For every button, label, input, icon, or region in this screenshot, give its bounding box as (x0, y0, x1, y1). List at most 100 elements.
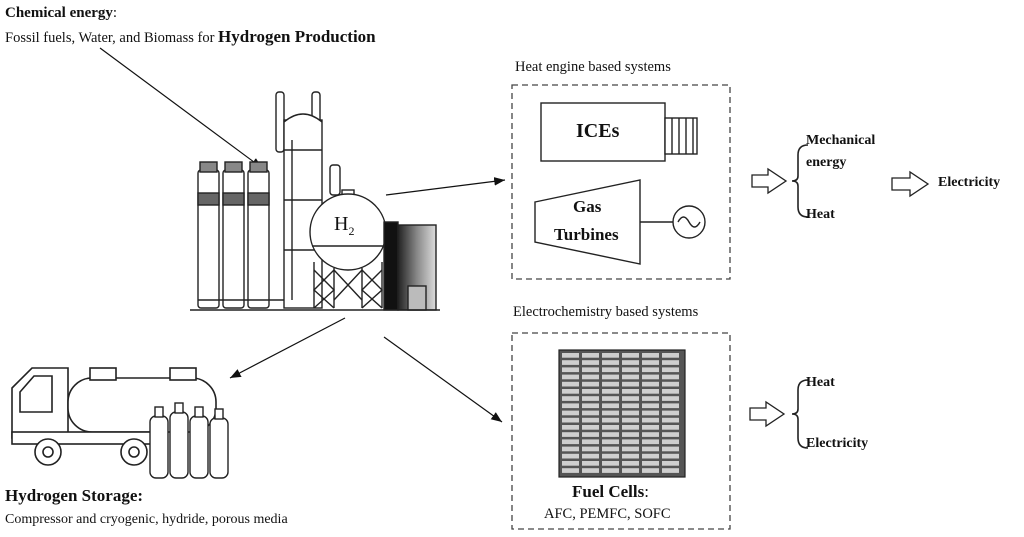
h2-label: H2 (334, 214, 354, 237)
mechanical-label: Mechanical (806, 133, 876, 148)
fuel-cell-electricity-label: Electricity (806, 436, 869, 451)
storage-cylinders-illustration (149, 402, 229, 479)
ice-engine-illustration (540, 102, 698, 162)
turbines-label: Turbines (554, 225, 619, 244)
fuel-cell-unit (602, 374, 619, 380)
heat-engine-output-arrow (751, 167, 788, 195)
production-subtitle-prefix: Fossil fuels, Water, and Biomass for (5, 30, 215, 46)
fuel-cell-unit (642, 374, 659, 380)
fuel-cell-unit (602, 353, 619, 358)
arrow-production-to-plant (99, 47, 263, 169)
fuel-cell-unit (602, 360, 619, 365)
fuel-cell-unit (642, 367, 659, 373)
fuel-cell-unit (622, 374, 639, 380)
fuel-cell-unit (642, 425, 659, 430)
chemical-energy-label: Chemical energy (5, 5, 113, 21)
fuel-cell-unit (642, 389, 659, 394)
fuel-cell-unit (642, 446, 659, 452)
fuel-cell-unit (562, 353, 579, 358)
fuel-cell-unit (662, 374, 679, 380)
gas-label: Gas (573, 197, 602, 216)
fuel-cell-unit (602, 446, 619, 452)
chemical-energy-colon: : (112, 5, 118, 21)
electricity-final-label: Electricity (938, 175, 1001, 190)
fuel-cell-unit (602, 432, 619, 437)
fuel-cell-unit (642, 353, 659, 358)
heat-engine-title: Heat engine based systems (515, 59, 671, 75)
fuel-cell-unit (662, 367, 679, 373)
fuel-cell-unit (622, 446, 639, 452)
fuel-cell-unit (582, 446, 599, 452)
fuel-cell-unit (662, 468, 679, 473)
fuel-cell-unit (642, 417, 659, 423)
fuel-cell-unit (662, 381, 679, 387)
fuel-cell-unit (602, 396, 619, 401)
fuel-cell-unit (622, 381, 639, 387)
fuel-cell-brace (791, 379, 809, 449)
fuel-cell-unit (562, 468, 579, 473)
ices-label: ICEs (576, 120, 620, 142)
fuel-cell-unit (662, 396, 679, 401)
fuel-cell-unit (622, 403, 639, 409)
fuel-cell-unit (602, 410, 619, 416)
fuel-cell-unit (642, 461, 659, 466)
hydrogen-plant-illustration (190, 91, 440, 311)
fuel-cell-unit (662, 461, 679, 466)
fuel-cell-unit (582, 468, 599, 473)
chemical-energy-title: Chemical energy: (5, 6, 117, 21)
fuel-cell-unit (582, 439, 599, 445)
fuel-cell-unit (562, 461, 579, 466)
electrochem-title: Electrochemistry based systems (513, 304, 699, 320)
fuel-cell-unit (582, 396, 599, 401)
fuel-cell-unit (602, 403, 619, 409)
fuel-cell-unit (602, 468, 619, 473)
fuel-cell-unit (582, 381, 599, 387)
fuel-cell-unit (602, 367, 619, 373)
fuel-cell-unit (642, 468, 659, 473)
fuel-cell-unit (582, 403, 599, 409)
fuel-cell-unit (662, 417, 679, 423)
fuel-cell-unit (642, 432, 659, 437)
fuel-cell-unit (602, 381, 619, 387)
fuel-cell-unit (562, 396, 579, 401)
fuel-cells-colon: : (644, 482, 649, 501)
fuel-cell-unit (662, 425, 679, 430)
fuel-cell-unit (622, 468, 639, 473)
hydrogen-storage-subtitle: Compressor and cryogenic, hydride, porou… (5, 512, 288, 527)
fuel-cell-unit (662, 353, 679, 358)
fuel-cells-label: Fuel Cells (572, 482, 645, 501)
fuel-cell-unit (642, 381, 659, 387)
electrochem-box (511, 332, 731, 530)
fuel-cell-unit (582, 353, 599, 358)
fuel-cell-unit (562, 453, 579, 459)
fuel-cell-unit (582, 417, 599, 423)
fuel-cell-unit (662, 439, 679, 445)
fuel-cell-unit (562, 403, 579, 409)
arrow-plant-to-storage (229, 317, 346, 379)
fuel-cell-output-arrow (749, 400, 786, 428)
fuel-cell-unit (582, 360, 599, 365)
fuel-cell-unit (662, 446, 679, 452)
fuel-cell-unit (642, 410, 659, 416)
fuel-cell-unit (602, 425, 619, 430)
heat-engine-brace (791, 144, 809, 218)
fuel-cell-unit (622, 432, 639, 437)
fuel-cell-unit (562, 425, 579, 430)
fuel-cell-unit (622, 417, 639, 423)
fuel-cells-title: Fuel Cells: (572, 483, 649, 500)
fuel-cell-unit (562, 417, 579, 423)
fuel-cell-unit (602, 389, 619, 394)
h2-subscript: 2 (348, 224, 355, 238)
fuel-cell-unit (662, 410, 679, 416)
fuel-cell-unit (602, 461, 619, 466)
fuel-cell-unit (622, 453, 639, 459)
fuel-cell-unit (562, 367, 579, 373)
fuel-cell-unit (622, 396, 639, 401)
fuel-cell-unit (642, 453, 659, 459)
fuel-cell-unit (582, 461, 599, 466)
fuel-cell-unit (582, 367, 599, 373)
fuel-cell-unit (562, 410, 579, 416)
fuel-cell-unit (662, 389, 679, 394)
